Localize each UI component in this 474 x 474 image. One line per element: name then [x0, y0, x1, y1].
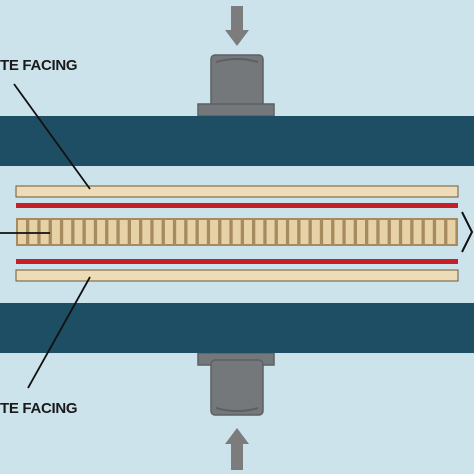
- core-cell: [368, 220, 377, 244]
- core-cell: [289, 220, 298, 244]
- honeycomb-core: [16, 218, 458, 246]
- core-cell: [255, 220, 264, 244]
- core-cell: [40, 220, 49, 244]
- core-cell: [379, 220, 388, 244]
- core-cell: [97, 220, 106, 244]
- core-cell: [390, 220, 399, 244]
- chevron-right-icon: [461, 211, 474, 253]
- bottom-ram-cut: [215, 407, 259, 412]
- core-cell: [153, 220, 162, 244]
- core-cell: [18, 220, 26, 244]
- core-cell: [63, 220, 72, 244]
- core-cell: [29, 220, 38, 244]
- core-cell: [402, 220, 411, 244]
- core-cell: [311, 220, 320, 244]
- top-facing-leader: [13, 83, 91, 190]
- bottom-ram: [197, 352, 275, 470]
- core-cell: [119, 220, 128, 244]
- top-ram-shaft: [210, 54, 264, 111]
- arrow-up-icon: [225, 428, 249, 470]
- bottom-adhesive-layer: [16, 259, 458, 264]
- top-adhesive-layer: [16, 203, 458, 208]
- bottom-platen: [0, 303, 474, 353]
- core-cell: [436, 220, 445, 244]
- core-cell: [85, 220, 94, 244]
- core-cell: [232, 220, 241, 244]
- core-cell: [300, 220, 309, 244]
- core-cell: [221, 220, 230, 244]
- core-cell: [187, 220, 196, 244]
- core-cell: [266, 220, 275, 244]
- core-cell: [323, 220, 332, 244]
- core-cell: [131, 220, 139, 244]
- core-cell: [447, 220, 456, 244]
- core-cell: [74, 220, 83, 244]
- core-cell: [51, 220, 60, 244]
- bottom-ram-shaft: [210, 359, 264, 416]
- core-cell: [176, 220, 185, 244]
- top-ram-cut: [215, 58, 259, 63]
- core-cell: [108, 220, 117, 244]
- core-cell: [244, 220, 252, 244]
- core-cell: [345, 220, 354, 244]
- top-ram: [197, 6, 275, 117]
- core-cell: [164, 220, 173, 244]
- top-facing-sheet: [15, 185, 459, 198]
- arrow-down-icon: [225, 6, 249, 46]
- top-facing-label: TE FACING: [0, 57, 77, 74]
- sandwich-layup: [15, 185, 459, 282]
- top-platen: [0, 116, 474, 166]
- bottom-facing-label: TE FACING: [0, 400, 77, 417]
- core-cell: [210, 220, 219, 244]
- core-cell: [198, 220, 207, 244]
- core-cell: [357, 220, 365, 244]
- top-ram-foot: [197, 103, 275, 117]
- core-cell: [424, 220, 433, 244]
- bottom-facing-sheet: [15, 269, 459, 282]
- bottom-facing-leader: [27, 276, 91, 389]
- core-cell: [334, 220, 343, 244]
- core-cell: [277, 220, 286, 244]
- core-cell: [142, 220, 151, 244]
- core-cell: [413, 220, 422, 244]
